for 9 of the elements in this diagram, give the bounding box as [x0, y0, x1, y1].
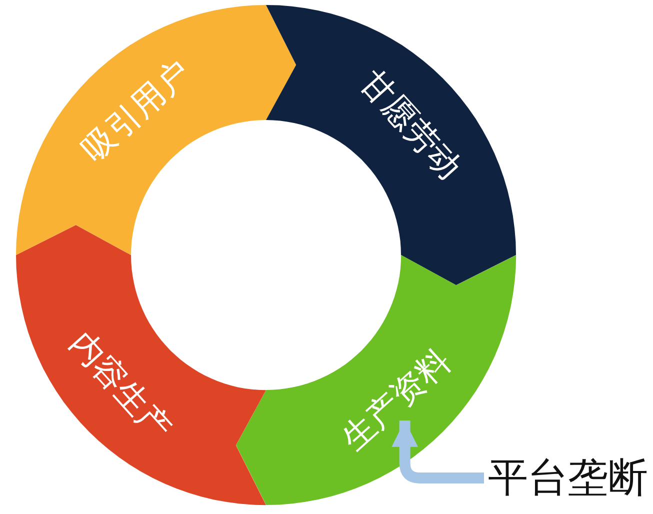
ring-segment — [16, 5, 296, 255]
segment-label: 生产资料 — [336, 343, 456, 456]
segment-label: 吸引用户 — [76, 54, 196, 167]
callout-text: 平台垄断 — [488, 456, 648, 500]
segment-label: 甘愿劳动 — [354, 64, 467, 185]
bent-arrow — [392, 420, 484, 484]
ring-segment — [266, 5, 516, 286]
segment-label: 内容生产 — [65, 325, 178, 446]
ring-segment — [16, 224, 266, 505]
